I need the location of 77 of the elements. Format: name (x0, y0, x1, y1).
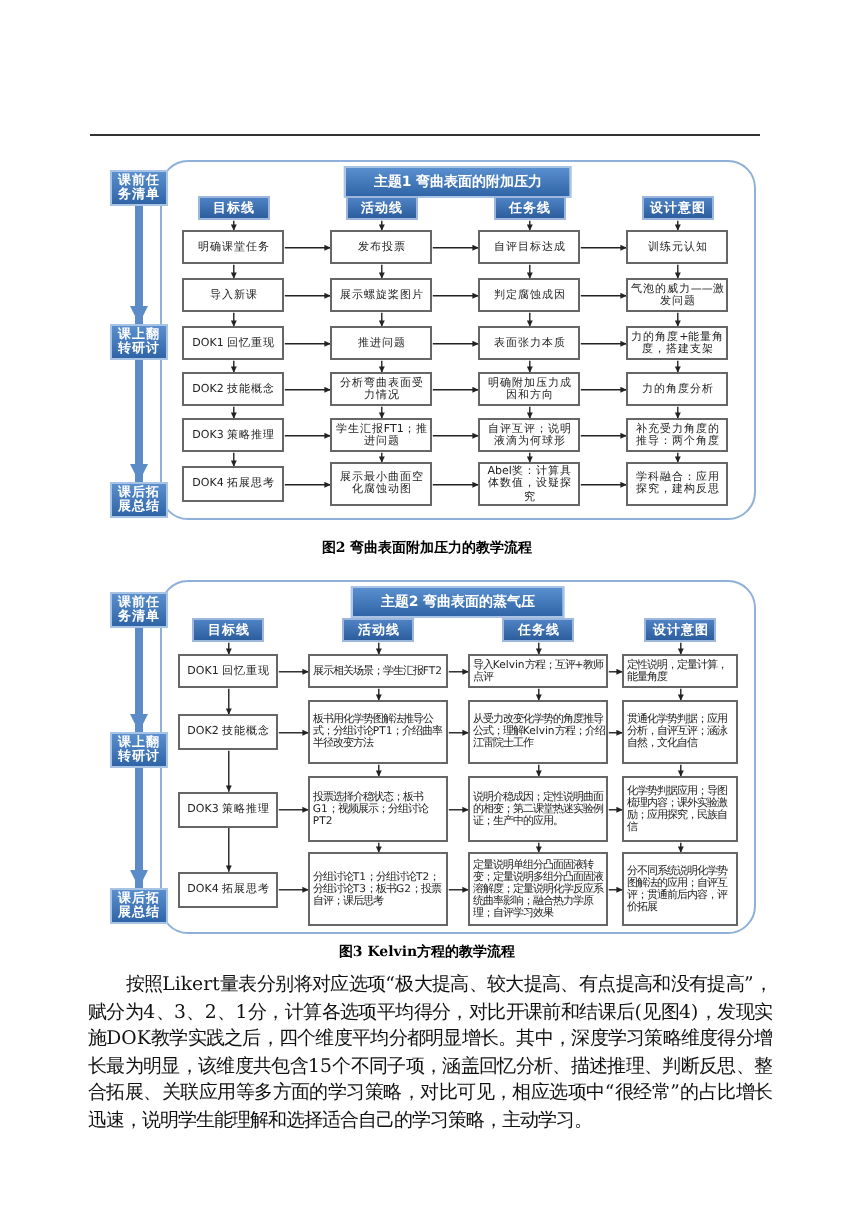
arrow (230, 220, 237, 232)
arrow (284, 340, 332, 347)
rounded-panel (160, 580, 756, 934)
arrow (278, 806, 310, 813)
arrow (677, 688, 684, 702)
arrow (378, 452, 385, 464)
arrow (580, 386, 628, 393)
arrow (535, 764, 542, 778)
arrow (448, 668, 470, 675)
arrow (526, 406, 533, 420)
arrow (230, 406, 237, 420)
arrow (378, 406, 385, 420)
arrow (230, 452, 237, 468)
arrow (674, 264, 681, 280)
arrow (375, 842, 382, 854)
arrow (677, 842, 684, 854)
arrow (375, 688, 382, 702)
arrow (674, 406, 681, 420)
arrow (535, 842, 542, 854)
arrow (432, 292, 480, 299)
arrow (378, 312, 385, 328)
arrow (278, 729, 310, 736)
arrow (580, 340, 628, 347)
arrow (674, 360, 681, 374)
arrow (284, 292, 332, 299)
arrow (535, 642, 542, 656)
arrow (130, 360, 148, 482)
arrow (225, 642, 232, 656)
arrow (284, 244, 332, 251)
arrow (448, 729, 470, 736)
arrow (535, 688, 542, 702)
arrow (526, 452, 533, 464)
arrow (608, 668, 624, 675)
arrow (608, 886, 624, 893)
body-paragraph: 按照Likert量表分别将对应选项“极大提高、较大提高、有点提高和没有提高”，赋分为4、3、2、1分，计算各选项平均得分，对比开课前和结课后(见图4)，发现实施DOK教学实践之后，四个维度平均分都明显增长。其中，深度学习策略维度得分增长最为明显，该维度共包含15个不同子项，涵盖回忆分析、描述推理、判断反思、整合拓展、关联应用等多方面的学习策略，对比可见，相应选项中“很经常”的占比增长迅速，说明学生能理解和选择适合自己的学习策略，主动学习。 (88, 972, 772, 1134)
arrow (230, 312, 237, 328)
arrow (608, 806, 624, 813)
arrow (432, 386, 480, 393)
arrow (448, 886, 470, 893)
arrow (278, 886, 310, 893)
arrow (130, 768, 148, 888)
rounded-panel (160, 160, 756, 520)
arrow (378, 264, 385, 280)
arrow (284, 481, 332, 488)
arrow (278, 668, 310, 675)
arrow (526, 220, 533, 232)
arrow (432, 481, 480, 488)
arrow (432, 244, 480, 251)
arrow (677, 764, 684, 778)
arrow (432, 340, 480, 347)
arrow (130, 206, 148, 324)
arrow (375, 642, 382, 656)
arrow (230, 264, 237, 280)
arrow (526, 312, 533, 328)
arrow (130, 628, 148, 732)
arrow (526, 264, 533, 280)
arrow (580, 244, 628, 251)
arrow (225, 688, 232, 716)
arrow (674, 452, 681, 464)
arrow (580, 481, 628, 488)
arrow (677, 642, 684, 656)
arrow (225, 750, 232, 793)
arrow (608, 729, 624, 736)
arrow (432, 432, 480, 439)
arrow (284, 386, 332, 393)
arrow (580, 292, 628, 299)
arrow (230, 360, 237, 374)
arrow (526, 360, 533, 374)
arrow (378, 360, 385, 374)
arrow (674, 220, 681, 232)
arrow (580, 432, 628, 439)
arrow (674, 312, 681, 328)
arrow (284, 432, 332, 439)
arrow (375, 764, 382, 778)
arrow (225, 827, 232, 873)
arrow (448, 806, 470, 813)
arrow (378, 220, 385, 232)
